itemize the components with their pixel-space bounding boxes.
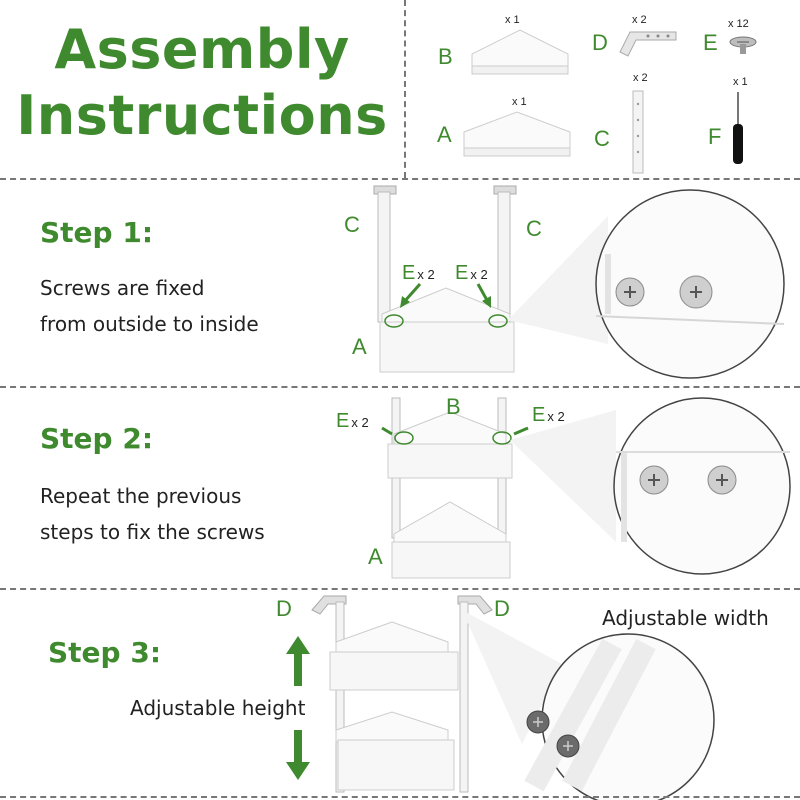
part-c-label: C: [594, 126, 610, 151]
screw-icon: [639, 465, 669, 495]
step2-title: Step 2:: [40, 422, 154, 455]
step2-line1: Repeat the previous: [40, 484, 242, 508]
height-caption: Adjustable height: [130, 696, 306, 720]
screw-icon: [615, 277, 645, 307]
part-d-bracket: [619, 31, 677, 57]
step3-label-d-right: D: [494, 596, 510, 621]
arrow-up-icon: [286, 636, 310, 686]
title-line-2: Instructions: [16, 84, 388, 147]
step1-assembly-illustration: [373, 185, 517, 373]
step1-zoom-callout: [508, 189, 785, 379]
width-caption: Adjustable width: [602, 606, 769, 630]
part-f-label: F: [708, 124, 722, 149]
step3-title: Step 3:: [48, 636, 162, 669]
part-d-qty: x 2: [632, 14, 647, 26]
step1-title: Step 1:: [40, 216, 154, 249]
part-a-label: A: [437, 122, 452, 147]
step1-line1: Screws are fixed: [40, 276, 205, 300]
part-c-strip: [632, 90, 644, 174]
step1-label-c-right: C: [526, 216, 542, 241]
section-divider-1: [0, 178, 800, 180]
part-b-qty: x 1: [505, 14, 520, 26]
screwdriver-icon: [733, 92, 743, 164]
step2-label-b: B: [446, 394, 461, 419]
screw-icon: [679, 275, 713, 309]
screw-icon: [526, 710, 550, 734]
part-a-shelf: [463, 111, 571, 157]
part-b-shelf: [471, 29, 569, 75]
step2-assembly-illustration: [381, 397, 529, 579]
title-line-1: Assembly: [54, 18, 350, 81]
part-e-qty: x 12: [728, 18, 749, 30]
screw-icon: [556, 734, 580, 758]
screw-icon: [729, 36, 757, 54]
step1-label-a: A: [352, 334, 367, 359]
step2-zoom-callout: [510, 397, 791, 575]
header-divider: [404, 0, 406, 178]
part-d-label: D: [592, 30, 608, 55]
screw-icon: [707, 465, 737, 495]
arrow-down-icon: [286, 730, 310, 780]
step3-label-d-left: D: [276, 596, 292, 621]
part-e-label: E: [703, 30, 718, 55]
part-c-qty: x 2: [633, 72, 648, 84]
part-f-qty: x 1: [733, 76, 748, 88]
part-b-label: B: [438, 44, 453, 69]
step2-label-a: A: [368, 544, 383, 569]
part-a-qty: x 1: [512, 96, 527, 108]
step1-line2: from outside to inside: [40, 312, 259, 336]
step3-zoom-callout: [462, 610, 715, 800]
section-divider-2: [0, 386, 800, 388]
section-divider-3: [0, 588, 800, 590]
step3-assembly-illustration: [311, 595, 493, 793]
step2-line2: steps to fix the screws: [40, 520, 265, 544]
step1-label-c-left: C: [344, 212, 360, 237]
section-divider-4: [0, 796, 800, 798]
